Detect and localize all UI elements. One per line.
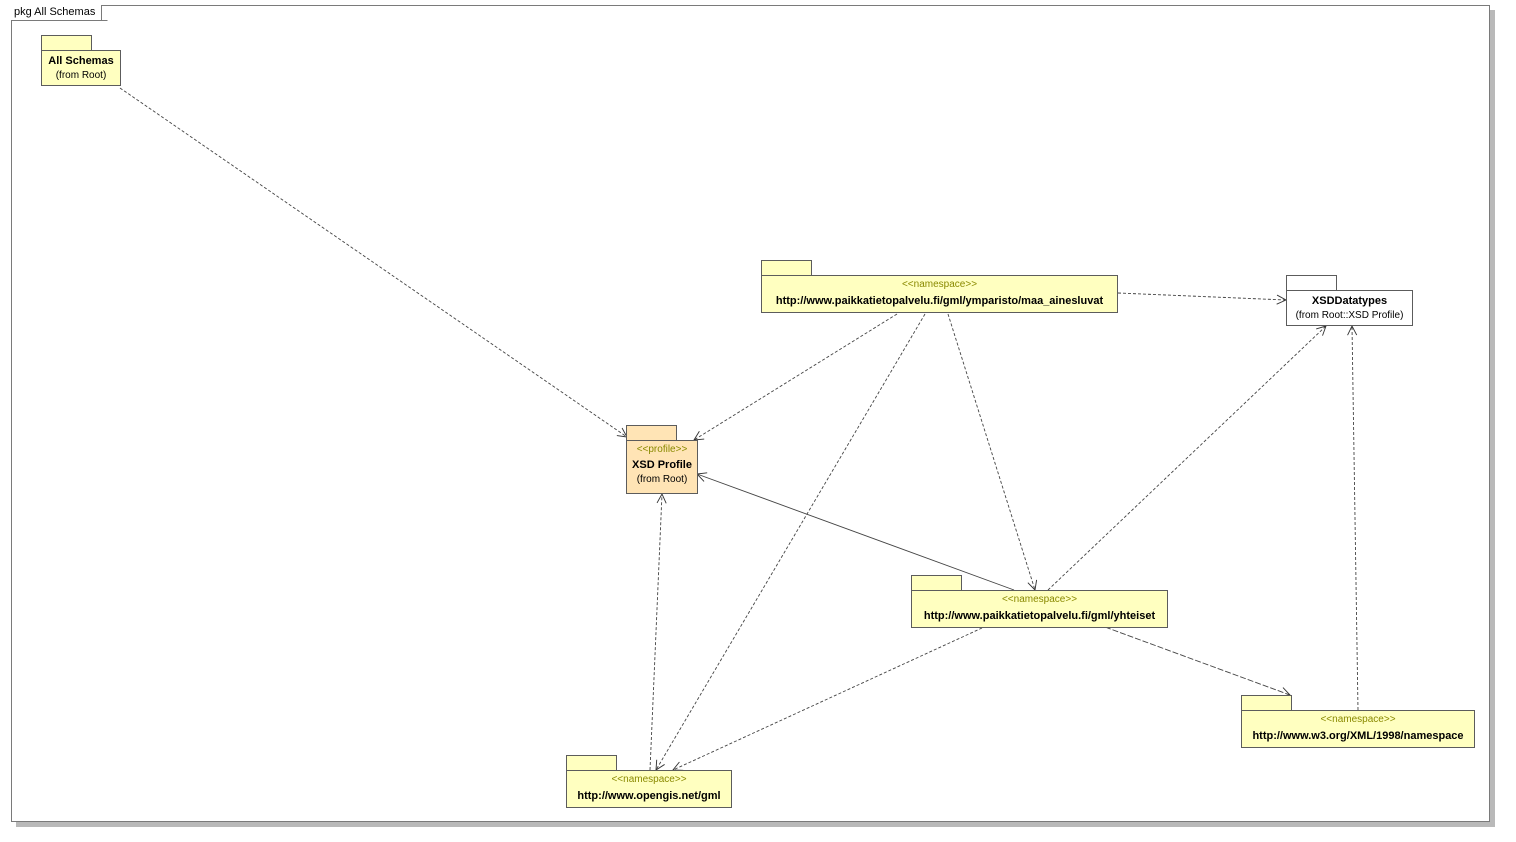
package-xsd-datatypes[interactable]: XSDDatatypes (from Root::XSD Profile) bbox=[1286, 275, 1413, 326]
package-stereotype: <<namespace>> bbox=[901, 279, 978, 290]
package-tab bbox=[41, 35, 92, 50]
package-tab bbox=[626, 425, 677, 440]
diagram-frame-title: pkg All Schemas bbox=[11, 5, 103, 21]
package-name: http://www.paikkatietopalvelu.fi/gml/yht… bbox=[923, 610, 1156, 622]
dependency-yhteiset-to-xsdprofile bbox=[697, 474, 1015, 591]
package-name: All Schemas bbox=[48, 55, 114, 67]
package-opengis-gml[interactable]: <<namespace>> http://www.opengis.net/gml bbox=[566, 755, 732, 808]
package-xsd-profile[interactable]: <<profile>> XSD Profile (from Root) bbox=[626, 425, 698, 494]
package-body: <<namespace>> http://www.paikkatietopalv… bbox=[761, 275, 1118, 313]
package-all-schemas[interactable]: All Schemas (from Root) bbox=[41, 35, 121, 86]
package-name: XSD Profile bbox=[632, 459, 692, 471]
package-w3-namespace[interactable]: <<namespace>> http://www.w3.org/XML/1998… bbox=[1241, 695, 1475, 748]
diagram-frame bbox=[11, 5, 1490, 822]
package-stereotype: <<namespace>> bbox=[1320, 714, 1396, 725]
package-origin: (from Root) bbox=[55, 70, 107, 81]
dependency-yhteiset-to-w3 bbox=[1104, 626, 1290, 695]
dependency-maa-to-xsddatatypes bbox=[1117, 292, 1286, 300]
package-name: http://www.paikkatietopalvelu.fi/gml/ymp… bbox=[775, 295, 1104, 307]
package-tab bbox=[566, 755, 617, 770]
package-tab bbox=[1241, 695, 1292, 710]
package-stereotype: <<namespace>> bbox=[1001, 594, 1078, 605]
package-maa-ainesluvat[interactable]: <<namespace>> http://www.paikkatietopalv… bbox=[761, 260, 1118, 313]
package-body: <<namespace>> http://www.paikkatietopalv… bbox=[911, 590, 1168, 628]
package-yhteiset[interactable]: <<namespace>> http://www.paikkatietopalv… bbox=[911, 575, 1168, 628]
dependency-yhteiset-to-xsddatatypes bbox=[1047, 326, 1326, 591]
package-body: <<namespace>> http://www.opengis.net/gml bbox=[566, 770, 732, 808]
package-body: <<namespace>> http://www.w3.org/XML/1998… bbox=[1241, 710, 1475, 748]
package-stereotype: <<namespace>> bbox=[611, 774, 687, 785]
dependency-opengis-to-xsdprofile bbox=[649, 494, 662, 771]
dependency-maa-to-yhteiset bbox=[947, 313, 1035, 590]
dependency-maa-to-opengis bbox=[656, 313, 926, 770]
package-body: All Schemas (from Root) bbox=[41, 50, 121, 86]
dependency-maa-to-xsdprofile bbox=[694, 313, 898, 440]
package-tab bbox=[761, 260, 812, 275]
package-name: http://www.opengis.net/gml bbox=[577, 790, 721, 802]
dependency-w3-to-xsddatatypes bbox=[1352, 326, 1359, 711]
package-tab bbox=[911, 575, 962, 590]
package-tab bbox=[1286, 275, 1337, 290]
package-name: XSDDatatypes bbox=[1311, 295, 1388, 307]
package-origin: (from Root::XSD Profile) bbox=[1295, 310, 1404, 321]
package-body: XSDDatatypes (from Root::XSD Profile) bbox=[1286, 290, 1413, 326]
package-stereotype: <<profile>> bbox=[636, 444, 688, 455]
package-body: <<profile>> XSD Profile (from Root) bbox=[626, 440, 698, 494]
package-name: http://www.w3.org/XML/1998/namespace bbox=[1252, 730, 1464, 742]
dependency-yhteiset-to-opengis bbox=[673, 627, 983, 770]
package-origin: (from Root) bbox=[636, 474, 688, 485]
dependency-allschemas-to-xsdprofile bbox=[119, 87, 627, 437]
